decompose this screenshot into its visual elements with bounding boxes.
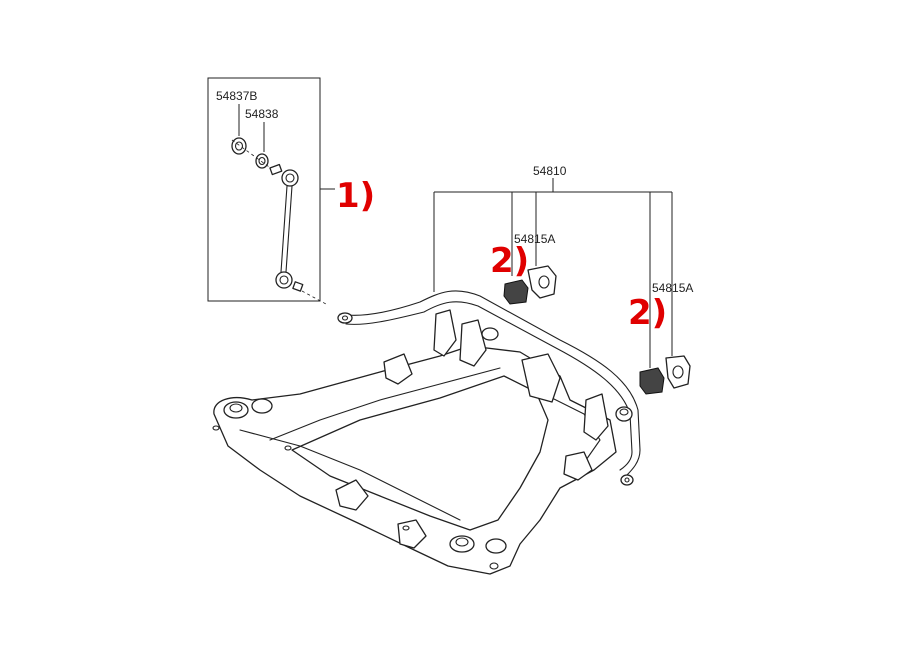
- stabilizer-link: [269, 163, 327, 305]
- nut-54837b: [231, 137, 247, 155]
- part-number-54838: 54838: [245, 107, 279, 121]
- assembly-axis: [231, 139, 277, 173]
- subframe: [212, 309, 633, 575]
- part-number-54815a-left: 54815A: [514, 232, 555, 246]
- washer-54838: [255, 153, 269, 169]
- part-number-54837b: 54837B: [216, 89, 257, 103]
- stabilizer-bar: [337, 290, 641, 486]
- callout-2-right-label: 2): [628, 293, 667, 333]
- stabilizer-link-inset: 54837B 54838: [207, 77, 335, 305]
- bushing-right: [639, 355, 691, 395]
- stabilizer-bar-leaders: [433, 178, 673, 368]
- callout-2-left-label: 2): [490, 241, 529, 281]
- callout-1-label: 1): [336, 176, 375, 216]
- bushing-left: [503, 265, 557, 305]
- part-number-54810: 54810: [533, 164, 567, 178]
- part-number-54815a-right: 54815A: [652, 281, 693, 295]
